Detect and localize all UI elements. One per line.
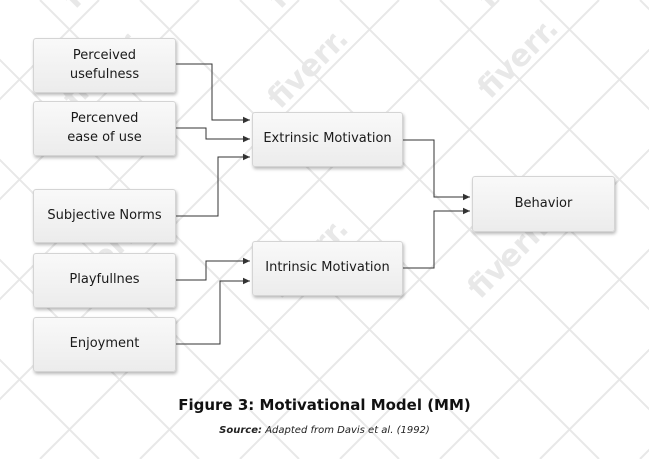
extrinsic-motivation-node: Extrinsic Motivation <box>252 112 403 167</box>
perceived-ease-of-use-node: Percenved ease of use <box>33 101 176 156</box>
perceived-usefulness-line-1: Perceived <box>72 47 137 63</box>
extrinsic-motivation-label: Extrinsic Motivation <box>263 131 392 147</box>
watermark-line <box>439 0 649 211</box>
arrow-extrinsic-to-behavior <box>403 139 470 201</box>
watermark-line <box>539 0 649 111</box>
watermark-line <box>439 248 649 459</box>
arrow-enjoyment-to-intrinsic <box>176 277 250 345</box>
perceived-usefulness-node: Perceived usefulness <box>33 38 176 93</box>
enjoyment-label: Enjoyment <box>69 336 140 352</box>
source-label: Source: <box>219 425 263 436</box>
watermark-line <box>239 48 649 459</box>
arrow-intrinsic-to-behavior <box>403 207 470 269</box>
perceived-ease-line-2: ease of use <box>67 129 142 145</box>
figure-title: Figure 3: Motivational Model (MM) <box>178 396 471 414</box>
arrow-norms-to-extrinsic <box>176 153 250 217</box>
watermark-line <box>0 258 200 459</box>
intrinsic-motivation-label: Intrinsic Motivation <box>265 260 390 276</box>
behavior-label: Behavior <box>514 195 573 211</box>
enjoyment-node: Enjoyment <box>33 317 176 372</box>
figure-source: Source: Adapted from Davis et al. (1992) <box>0 425 649 436</box>
source-text: Adapted from Davis et al. (1992) <box>265 425 430 436</box>
arrow-ease-to-extrinsic <box>176 127 250 143</box>
behavior-node: Behavior <box>472 176 615 232</box>
watermark-line <box>0 358 100 459</box>
intrinsic-motivation-node: Intrinsic Motivation <box>252 241 403 296</box>
playfulness-node: Playfullnes <box>33 253 176 308</box>
perceived-ease-line-1: Percenved <box>70 110 139 126</box>
subjective-norms-node: Subjective Norms <box>33 189 176 243</box>
arrow-playfulness-to-intrinsic <box>176 257 250 281</box>
perceived-usefulness-line-2: usefulness <box>69 66 140 82</box>
watermark-line <box>39 0 500 459</box>
watermark-line <box>0 0 100 101</box>
subjective-norms-label: Subjective Norms <box>47 207 162 223</box>
arrow-usefulness-to-extrinsic <box>176 63 250 124</box>
watermark-line <box>139 0 600 459</box>
playfulness-label: Playfullnes <box>69 272 140 288</box>
watermark-line <box>539 348 649 459</box>
